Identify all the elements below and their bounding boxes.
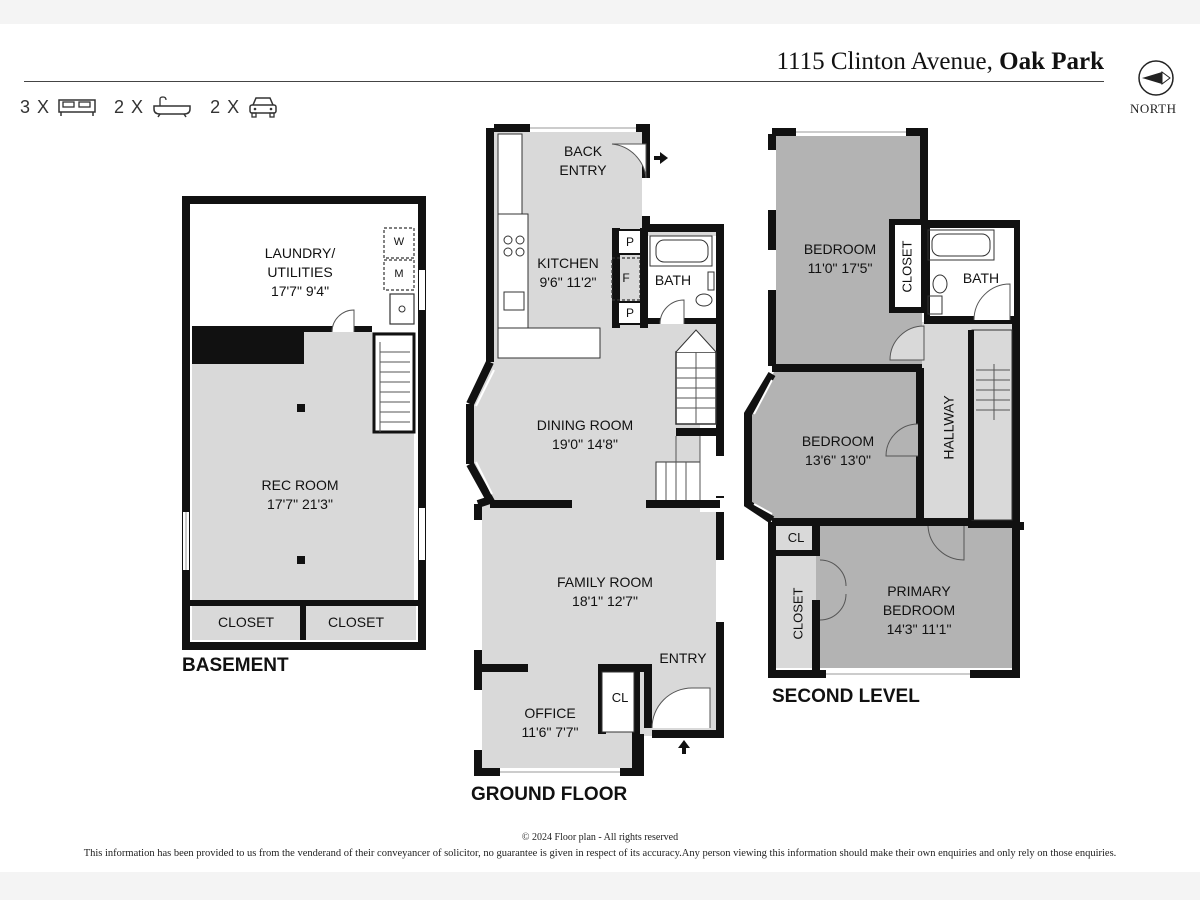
bedroom1-label: BEDROOM 11'0" 17'5" <box>790 240 890 278</box>
bedroom2-floor <box>752 372 918 520</box>
feature-summary: 3 X 2 X 2 X <box>20 94 278 120</box>
laundry-label: LAUNDRY/ UTILITIES 17'7" 9'4" <box>240 244 360 301</box>
kitchen-label: KITCHEN 9'6" 11'2" <box>526 254 610 292</box>
ground-floor-title: GROUND FLOOR <box>471 784 628 805</box>
bathtub-icon <box>153 96 191 118</box>
back-entry-line1: BACK <box>563 143 603 159</box>
bedroom1-name: BEDROOM <box>803 241 877 257</box>
ground-floor-plan <box>466 124 724 776</box>
basement-stairs <box>372 332 416 434</box>
second-level-title: SECOND LEVEL <box>772 686 920 707</box>
pantry-bottom-label: P <box>625 306 634 320</box>
basement-closet-left-label: CLOSET <box>217 614 274 630</box>
north-label: NORTH <box>1130 101 1177 116</box>
bathroom-count: 2 X <box>114 96 192 118</box>
basement-title: BASEMENT <box>182 655 289 676</box>
bedroom1-dims: 11'0" 17'5" <box>807 260 873 276</box>
bedroom2-dims: 13'6" 13'0" <box>805 452 871 468</box>
rec-room-name: REC ROOM <box>261 477 339 493</box>
basement-plan <box>182 196 426 650</box>
city-text: Oak Park <box>999 48 1104 75</box>
second-closet-small-label: CL <box>787 530 805 545</box>
back-entry-line2: ENTRY <box>559 162 607 178</box>
property-title: 1115 Clinton Avenue, Oak Park <box>776 48 1104 76</box>
ground-bath-label: BATH <box>654 272 692 288</box>
family-room-label: FAMILY ROOM 18'1" 12'7" <box>540 573 670 611</box>
bedroom2-name: BEDROOM <box>801 433 875 449</box>
ground-closet-label: CL <box>611 690 629 705</box>
dryer-label: M <box>394 268 404 280</box>
fridge-label: F <box>622 271 630 285</box>
bedroom-count-text: 3 X <box>20 96 51 117</box>
kitchen-island <box>497 327 601 359</box>
car-icon <box>249 97 277 118</box>
second-level-plan <box>744 128 1024 678</box>
entry-label: ENTRY <box>659 650 707 666</box>
closet-floor-right <box>306 606 416 640</box>
bathroom-count-text: 2 X <box>114 96 145 117</box>
second-closet-side-label: CLOSET <box>790 587 806 640</box>
second-bath-label: BATH <box>962 270 1000 286</box>
primary-floor <box>816 526 1012 668</box>
laundry-dims: 17'7" 9'4" <box>270 283 330 299</box>
laundry-name-line1: LAUNDRY/ <box>264 245 336 261</box>
dining-room-label: DINING ROOM 19'0" 14'8" <box>520 416 650 454</box>
header-divider <box>24 81 1104 82</box>
primary-line2: BEDROOM <box>882 602 956 618</box>
pantry-top-label: P <box>625 235 634 249</box>
rec-room-dims: 17'7" 21'3" <box>267 496 333 512</box>
kitchen-name: KITCHEN <box>537 255 599 271</box>
parking-count: 2 X <box>210 96 278 118</box>
dining-room-name: DINING ROOM <box>536 417 634 433</box>
copyright-text: © 2024 Floor plan - All rights reserved <box>521 832 679 843</box>
parking-count-text: 2 X <box>210 96 241 117</box>
bedroom-count: 3 X <box>20 97 96 118</box>
primary-line1: PRIMARY <box>887 583 951 599</box>
bed-icon <box>58 99 96 116</box>
washer-label: W <box>393 236 405 248</box>
back-entry-label: BACK ENTRY <box>548 142 618 180</box>
primary-bedroom-label: PRIMARY BEDROOM 14'3" 11'1" <box>860 582 978 639</box>
second-closet-top-label: CLOSET <box>899 240 915 293</box>
second-stairs <box>971 329 1013 521</box>
basement-closet-right-label: CLOSET <box>327 614 384 630</box>
hallway-label: HALLWAY <box>940 395 957 460</box>
laundry-name-line2: UTILITIES <box>267 264 333 280</box>
closet-floor-left <box>192 606 300 640</box>
bedroom2-label: BEDROOM 13'6" 13'0" <box>788 432 888 470</box>
utility-block <box>192 326 304 364</box>
disclaimer-text: This information has been provided to us… <box>83 848 1117 859</box>
primary-dims: 14'3" 11'1" <box>886 621 952 637</box>
office-dims: 11'6" 7'7" <box>521 724 579 740</box>
family-room-name: FAMILY ROOM <box>557 574 653 590</box>
address-text: 1115 Clinton Avenue, <box>776 48 993 75</box>
rec-room-label: REC ROOM 17'7" 21'3" <box>240 476 360 514</box>
office-name: OFFICE <box>524 705 576 721</box>
kitchen-dims: 9'6" 11'2" <box>539 274 597 290</box>
basement-outer-wall <box>182 196 426 650</box>
office-label: OFFICE 11'6" 7'7" <box>504 704 596 742</box>
dining-room-dims: 19'0" 14'8" <box>552 436 618 452</box>
family-room-dims: 18'1" 12'7" <box>572 593 638 609</box>
